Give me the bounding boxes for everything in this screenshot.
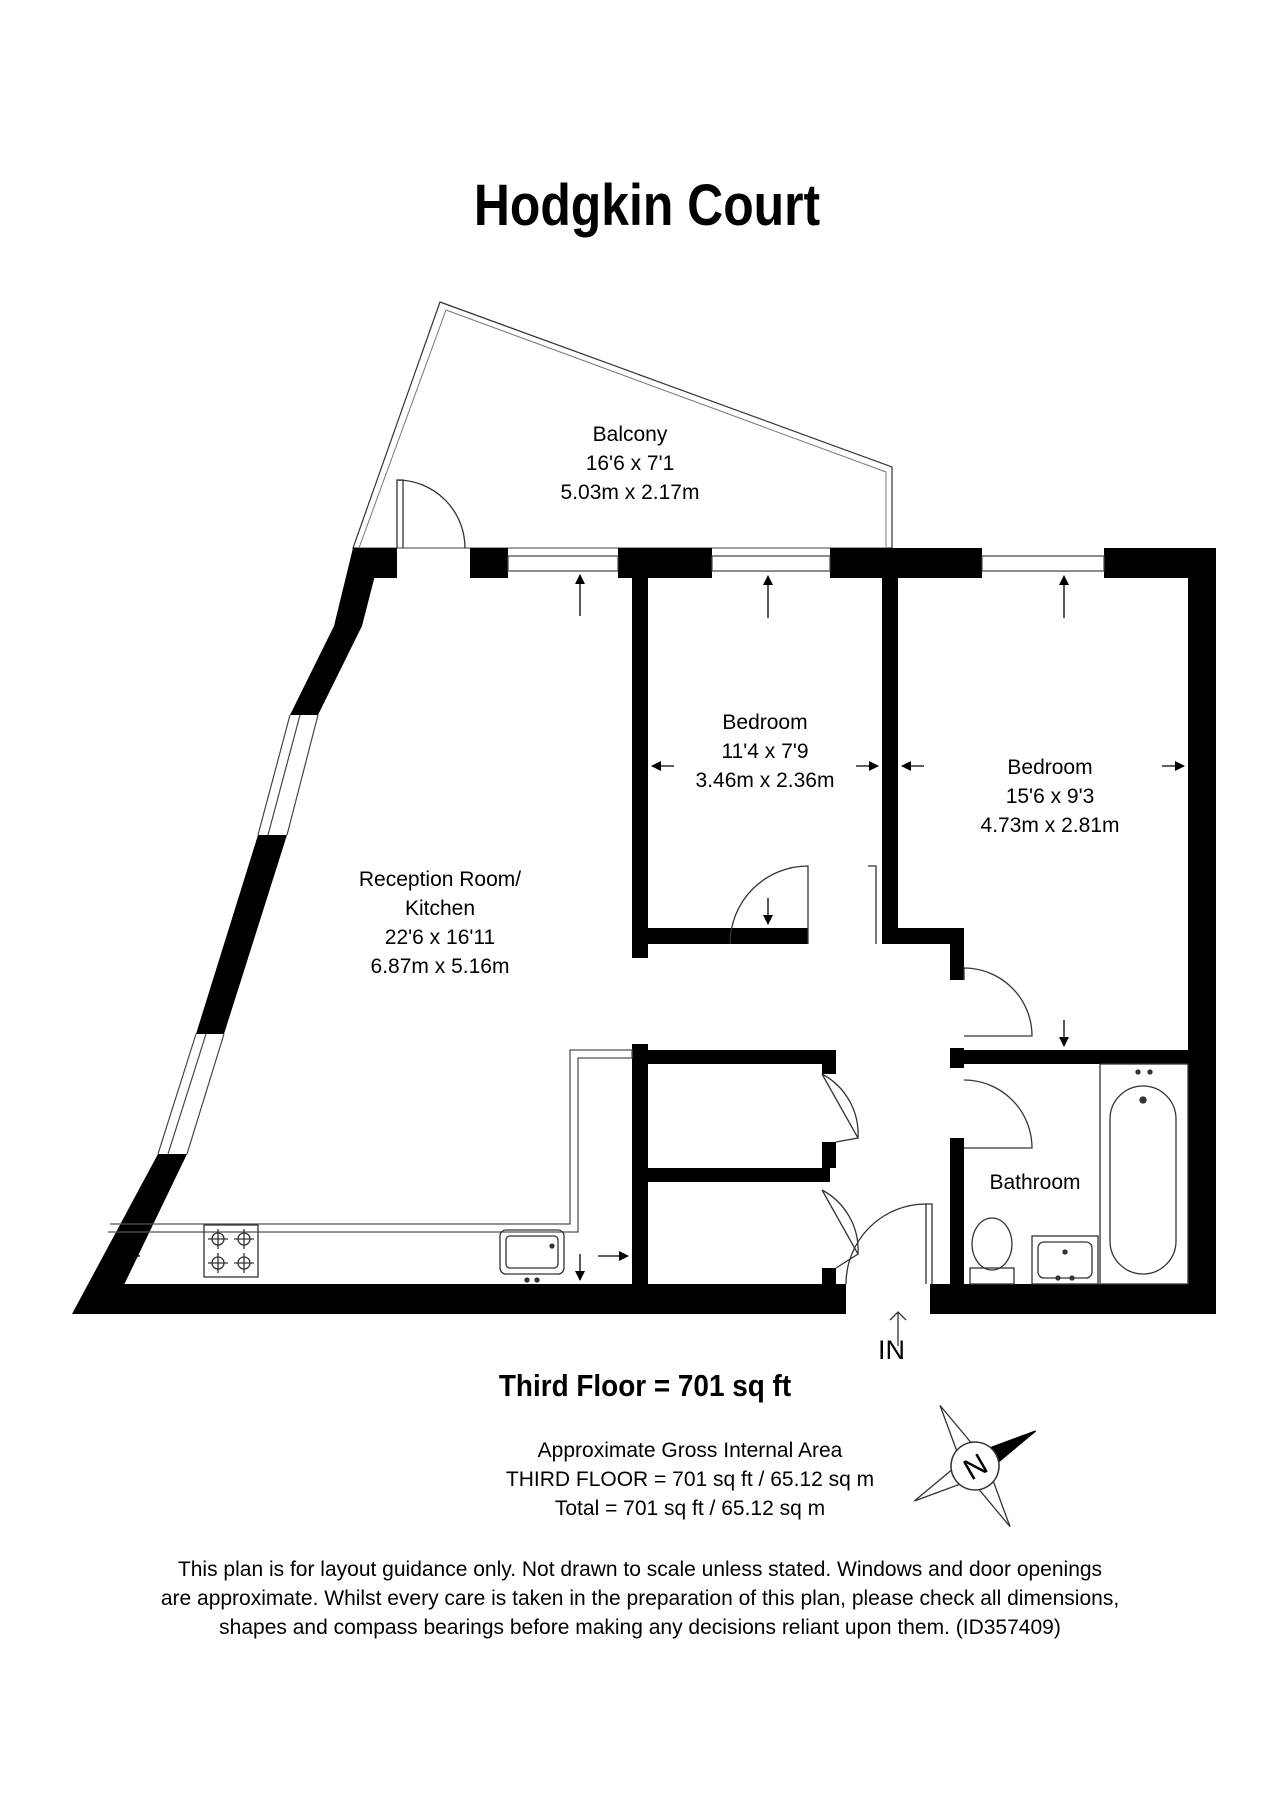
bedroom-2-label: Bedroom 15'6 x 9'3 4.73m x 2.81m — [980, 756, 1120, 837]
compass-icon — [913, 1404, 1037, 1528]
entrance-arrow-icon — [889, 1311, 907, 1346]
bedroom-1-label: Bedroom 11'4 x 7'9 3.46m x 2.36m — [695, 711, 835, 792]
floor-total: Third Floor = 701 sq ft — [498, 1368, 792, 1403]
kitchen-counter — [108, 1049, 633, 1233]
toilet-icon — [969, 1217, 1015, 1285]
bathtub-icon — [1099, 1063, 1189, 1285]
balcony-label: Balcony 16'6 x 7'1 5.03m x 2.17m — [560, 423, 700, 504]
dimension-arrows — [117, 574, 1185, 1281]
page-title: Hodgkin Court — [473, 173, 821, 238]
gross-internal-area: Approximate Gross Internal Area THIRD FL… — [505, 1439, 875, 1520]
reception-kitchen-label: Reception Room/ Kitchen 22'6 x 16'11 6.8… — [358, 868, 522, 978]
doors — [396, 479, 1033, 1285]
top-windows — [507, 555, 1105, 572]
bathroom-label: Bathroom — [989, 1171, 1081, 1194]
slanted-windows — [157, 714, 319, 1155]
disclaimer: This plan is for layout guidance only. N… — [160, 1558, 1120, 1639]
basin-icon — [1031, 1235, 1099, 1285]
exterior-walls — [72, 548, 1216, 1314]
interior-walls — [632, 578, 1188, 1284]
kitchen-sink-icon — [499, 1229, 565, 1283]
entrance-label: IN — [878, 1335, 905, 1365]
hob-icon — [203, 1224, 259, 1278]
